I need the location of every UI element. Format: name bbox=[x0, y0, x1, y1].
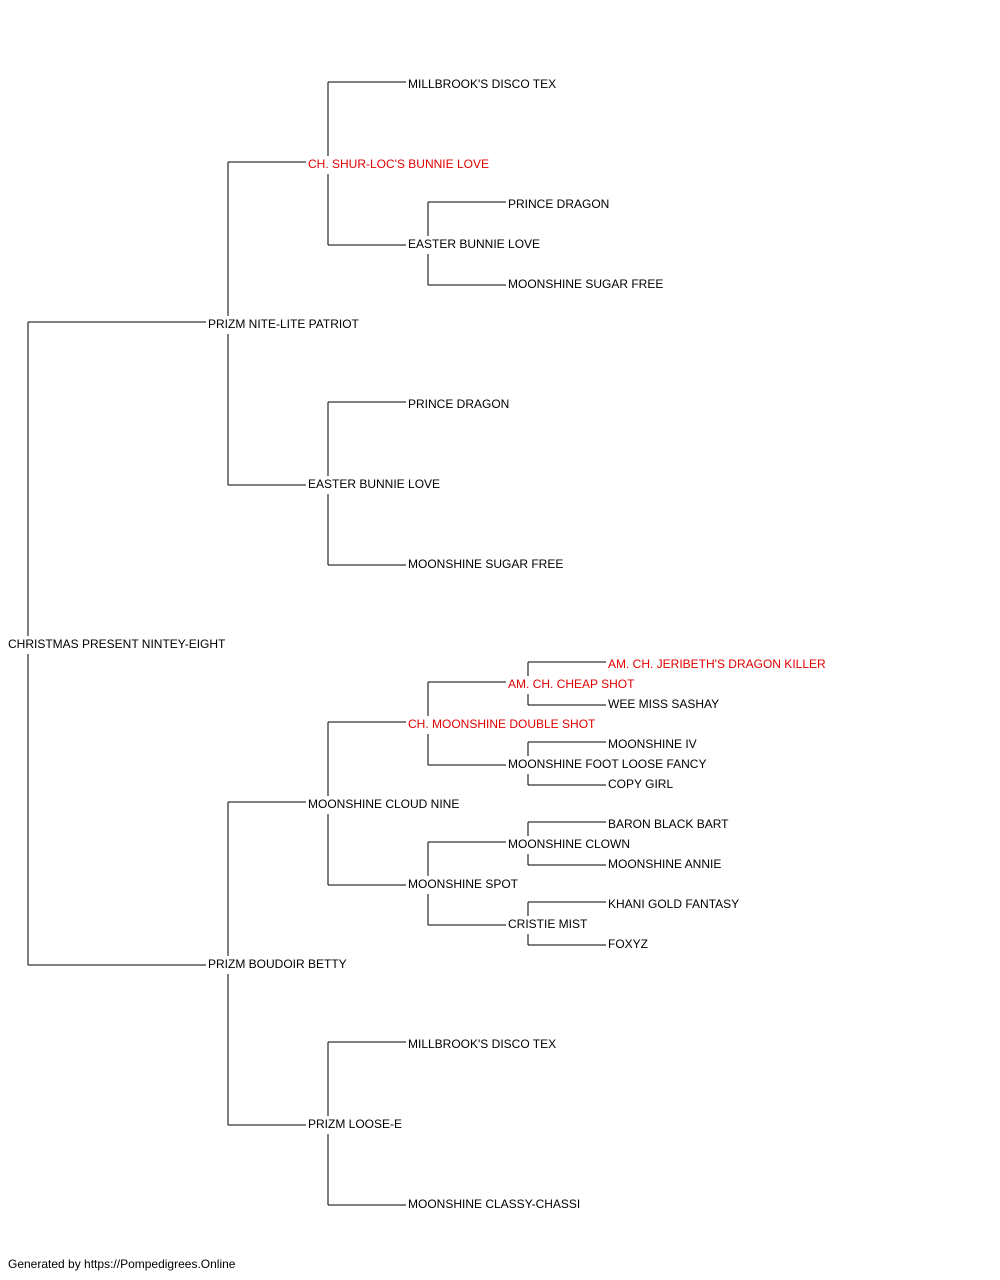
pedigree-entry: MOONSHINE IV bbox=[608, 737, 697, 751]
pedigree-entry: PRINCE DRAGON bbox=[508, 197, 610, 211]
pedigree-entry: PRIZM BOUDOIR BETTY bbox=[208, 957, 347, 971]
pedigree-entry: WEE MISS SASHAY bbox=[608, 697, 720, 711]
pedigree-entry: PRINCE DRAGON bbox=[408, 397, 510, 411]
pedigree-entry: AM. CH. JERIBETH'S DRAGON KILLER bbox=[608, 657, 826, 671]
pedigree-entry: MOONSHINE SUGAR FREE bbox=[408, 557, 564, 571]
pedigree-entry: MOONSHINE ANNIE bbox=[608, 857, 722, 871]
pedigree-entry: CH. MOONSHINE DOUBLE SHOT bbox=[408, 717, 596, 731]
pedigree-entry: BARON BLACK BART bbox=[608, 817, 729, 831]
pedigree-entry: COPY GIRL bbox=[608, 777, 674, 791]
pedigree-entry: MILLBROOK'S DISCO TEX bbox=[408, 1037, 557, 1051]
pedigree-entry: MOONSHINE SPOT bbox=[408, 877, 519, 891]
pedigree-entry: CHRISTMAS PRESENT NINTEY-EIGHT bbox=[8, 637, 226, 651]
pedigree-entry: PRIZM NITE-LITE PATRIOT bbox=[208, 317, 359, 331]
pedigree-entry: KHANI GOLD FANTASY bbox=[608, 897, 740, 911]
pedigree-entry: AM. CH. CHEAP SHOT bbox=[508, 677, 635, 691]
pedigree-entry: MOONSHINE CLOUD NINE bbox=[308, 797, 460, 811]
pedigree-entry: CRISTIE MIST bbox=[508, 917, 588, 931]
pedigree-entry: MOONSHINE FOOT LOOSE FANCY bbox=[508, 757, 707, 771]
pedigree-entry: CH. SHUR-LOC'S BUNNIE LOVE bbox=[308, 157, 489, 171]
pedigree-entry: FOXYZ bbox=[608, 937, 649, 951]
pedigree-entry: PRIZM LOOSE-E bbox=[308, 1117, 403, 1131]
pedigree-entry: MILLBROOK'S DISCO TEX bbox=[408, 77, 557, 91]
pedigree-entry: EASTER BUNNIE LOVE bbox=[308, 477, 441, 491]
pedigree-entry: EASTER BUNNIE LOVE bbox=[408, 237, 541, 251]
pedigree-entry: MOONSHINE SUGAR FREE bbox=[508, 277, 664, 291]
pedigree-entry: MOONSHINE CLASSY-CHASSI bbox=[408, 1197, 581, 1211]
footer-credit: Generated by https://Pompedigrees.Online bbox=[8, 1257, 236, 1271]
pedigree-entry: MOONSHINE CLOWN bbox=[508, 837, 631, 851]
